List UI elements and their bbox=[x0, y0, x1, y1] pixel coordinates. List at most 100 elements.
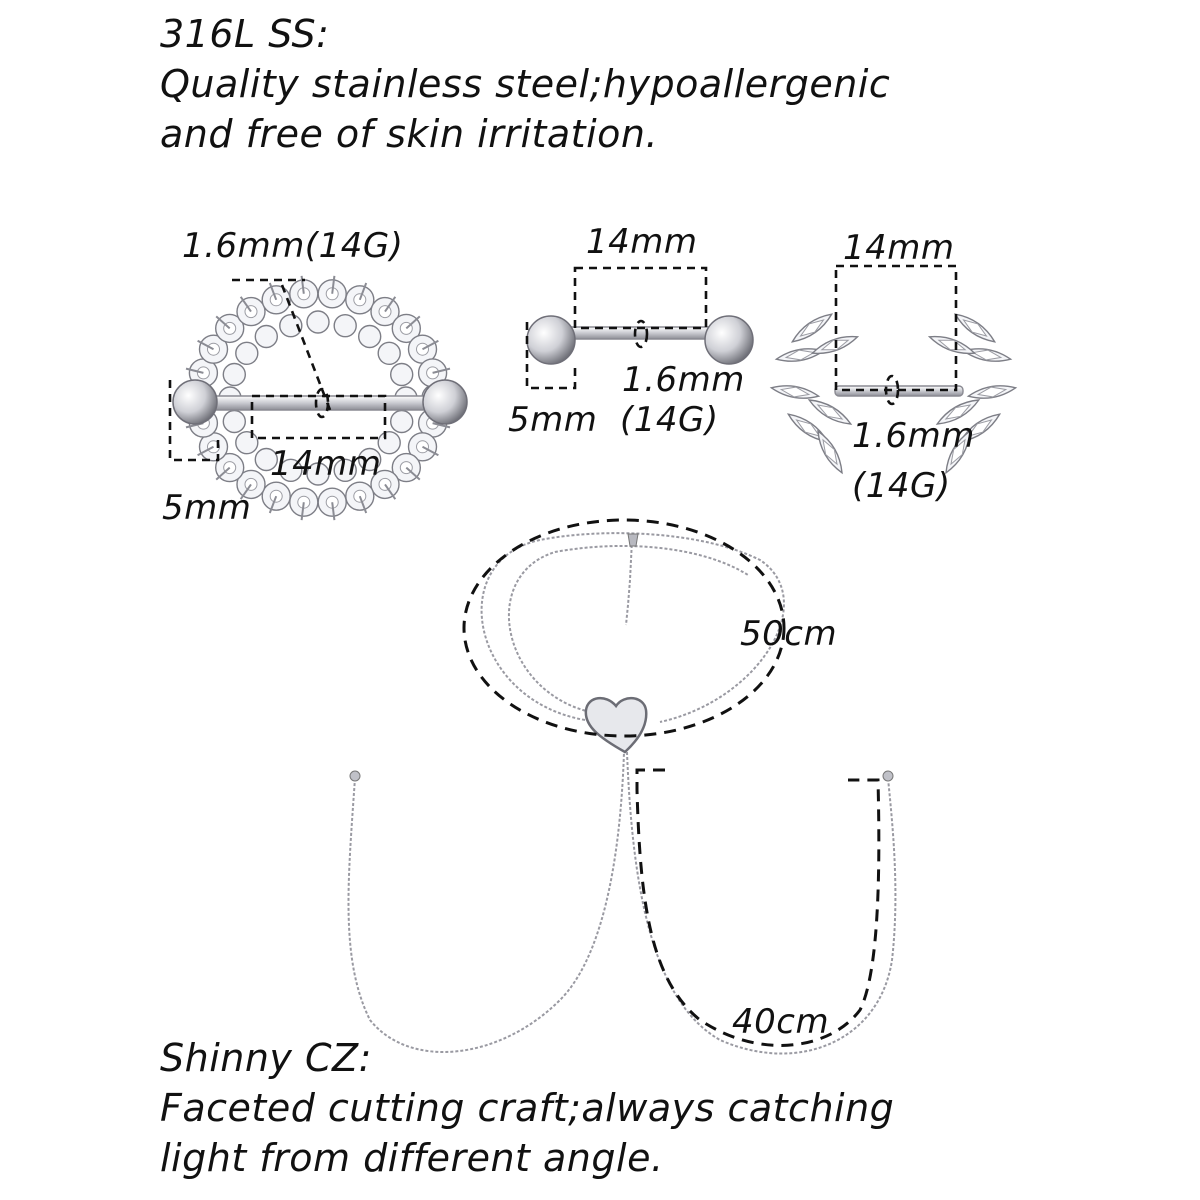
cz-stone-inner bbox=[390, 362, 414, 387]
right-gauge-label-2: (14G) bbox=[852, 466, 951, 506]
cz-stone-inner bbox=[333, 314, 357, 338]
cz-stone-inner bbox=[235, 341, 259, 365]
prong bbox=[331, 275, 336, 294]
mid-ball-dim bbox=[525, 322, 577, 390]
cz-stone-inner bbox=[254, 447, 278, 472]
drop-chain-right bbox=[626, 751, 897, 1055]
heart-charm bbox=[584, 697, 648, 754]
barbell-middle bbox=[525, 266, 754, 390]
prong bbox=[331, 502, 336, 521]
prong bbox=[432, 367, 451, 374]
neck-chain bbox=[480, 532, 785, 723]
cz-stone-inner bbox=[333, 458, 357, 482]
right-length-box bbox=[834, 264, 958, 392]
wing-barbell-right bbox=[769, 264, 1018, 475]
prong bbox=[185, 367, 204, 374]
right-length-label: 14mm bbox=[843, 228, 955, 268]
prong bbox=[197, 445, 214, 457]
prong bbox=[422, 445, 439, 457]
cz-stone-inner bbox=[222, 409, 247, 434]
prong bbox=[239, 483, 252, 500]
cz-stone-inner bbox=[377, 341, 401, 365]
left-gauge-label: 1.6mm(14G) bbox=[182, 226, 404, 266]
drop-length-label: 40cm bbox=[732, 1002, 830, 1042]
cz-stone-inner bbox=[306, 462, 330, 486]
marquise-facet bbox=[779, 386, 811, 398]
prong bbox=[268, 495, 278, 514]
marquise-facet bbox=[944, 404, 972, 420]
marquise-facet bbox=[967, 419, 993, 437]
left-gauge-mark bbox=[314, 387, 330, 419]
stones-heading: Shinny CZ: bbox=[160, 1036, 372, 1080]
left-length-label: 14mm bbox=[270, 444, 382, 484]
mid-ball-label: 5mm bbox=[508, 400, 598, 440]
prong bbox=[422, 339, 439, 351]
prong bbox=[239, 296, 252, 313]
shield-barbell-left bbox=[168, 275, 468, 521]
cz-stone-inner bbox=[279, 314, 303, 338]
marquise-facet bbox=[822, 438, 838, 466]
cz-stone-inner bbox=[358, 324, 382, 349]
mid-ball-a bbox=[526, 315, 576, 365]
marquise-facet bbox=[799, 319, 825, 337]
prong bbox=[268, 282, 278, 301]
marquise-facet bbox=[962, 319, 988, 337]
prong bbox=[300, 502, 305, 521]
marquise-wings bbox=[769, 313, 1018, 475]
mid-length-label: 14mm bbox=[586, 222, 698, 262]
prong bbox=[358, 495, 368, 514]
left-ball-b bbox=[422, 379, 468, 425]
prong bbox=[215, 315, 231, 330]
drop-chain-left bbox=[347, 751, 625, 1054]
drop-length-dim bbox=[635, 768, 881, 1047]
left-ball-label: 5mm bbox=[162, 488, 252, 528]
prong bbox=[300, 275, 305, 294]
neck-chain-inner bbox=[507, 544, 749, 713]
prong bbox=[405, 315, 421, 330]
left-ring-end bbox=[349, 770, 361, 782]
lobster-clasp bbox=[627, 533, 639, 547]
cz-stone-inner bbox=[254, 324, 278, 349]
neck-length-label: 50cm bbox=[740, 614, 838, 654]
material-line-2: and free of skin irritation. bbox=[160, 112, 659, 156]
right-ring-end bbox=[882, 770, 894, 782]
mid-length-box bbox=[573, 266, 708, 330]
prong bbox=[432, 422, 451, 429]
stones-line-1: Faceted cutting craft;always catching bbox=[160, 1086, 895, 1130]
material-heading: 316L SS: bbox=[160, 12, 330, 56]
prong bbox=[384, 483, 397, 500]
marquise-facet bbox=[950, 438, 966, 466]
left-ball-dim bbox=[168, 380, 220, 462]
marquise-facet bbox=[971, 349, 1003, 361]
mid-gauge-label-1: 1.6mm bbox=[622, 360, 745, 400]
left-ball-a bbox=[172, 379, 218, 425]
cz-stone-inner bbox=[390, 409, 414, 434]
marquise-facet bbox=[976, 386, 1008, 398]
prong bbox=[215, 466, 231, 481]
extender-chain bbox=[625, 539, 633, 626]
prong bbox=[405, 466, 421, 481]
prong bbox=[197, 339, 214, 351]
cz-stone-inner bbox=[358, 447, 382, 472]
cz-stone-inner bbox=[279, 458, 303, 482]
prong bbox=[358, 282, 368, 301]
right-gauge-mark bbox=[884, 374, 900, 406]
body-chain bbox=[347, 518, 897, 1055]
cz-stone-inner bbox=[306, 310, 330, 334]
prong bbox=[384, 296, 397, 313]
neck-length-dim bbox=[462, 518, 786, 738]
cz-stone-inner bbox=[222, 362, 247, 387]
stones-line-2: light from different angle. bbox=[160, 1136, 664, 1180]
mid-gauge-mark bbox=[633, 319, 649, 349]
left-length-box bbox=[250, 394, 387, 440]
marquise-facet bbox=[937, 339, 967, 351]
mid-gauge-label-2: (14G) bbox=[620, 400, 719, 440]
left-bar bbox=[204, 395, 436, 411]
cz-stone-inner bbox=[235, 431, 259, 455]
material-line-1: Quality stainless steel;hypoallergenic bbox=[160, 62, 891, 106]
marquise-facet bbox=[816, 404, 844, 420]
right-gauge-label-1: 1.6mm bbox=[852, 416, 975, 456]
mid-ball-b bbox=[704, 315, 754, 365]
